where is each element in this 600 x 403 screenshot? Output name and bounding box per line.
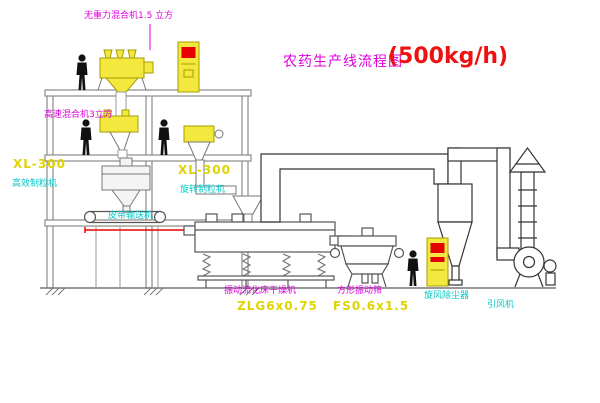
label-dryer-model: ZLG6x0.75	[237, 299, 318, 313]
label-screen-model: FS0.6x1.5	[333, 299, 410, 313]
label-center-granulator-name: 旋转制粒机	[180, 185, 226, 195]
exhaust-duct	[260, 153, 449, 223]
label-dryer-name: 振动流化床干燥机	[224, 286, 297, 296]
induced-draft-fan	[513, 246, 557, 288]
dryer-feed-chute	[195, 159, 264, 225]
cyclone-dust-collector	[437, 147, 473, 286]
belt-conveyor	[83, 210, 167, 224]
worker-figure	[158, 119, 170, 155]
label-screen-name: 方形振动筛	[337, 286, 383, 296]
cyclone-to-fan-duct	[447, 147, 520, 261]
spring-mount	[317, 253, 326, 277]
worker-figure	[80, 119, 92, 155]
red-reference-line	[84, 227, 197, 233]
floor-second	[44, 154, 252, 162]
diagram-title-capacity: (500kg/h)	[388, 44, 509, 69]
worker-figure	[76, 54, 88, 90]
spring-mount	[202, 253, 211, 277]
fan-motor-base	[545, 272, 556, 286]
gravity-mixer	[97, 49, 154, 119]
label-high-speed-mixer: 高速混合机3立方	[44, 110, 113, 120]
control-cabinet-upper	[177, 41, 200, 93]
worker-figure	[407, 250, 419, 286]
stack-rain-cap	[508, 146, 547, 173]
square-vibrating-screen	[329, 227, 405, 288]
label-cyclone: 旋风除尘器	[424, 291, 470, 301]
label-fan: 引风机	[487, 300, 515, 310]
label-gravity-mixer: 无重力混合机1.5 立方	[84, 11, 174, 21]
label-belt-conveyor: 皮带输送机	[108, 211, 154, 221]
label-left-granulator-name: 高效制粒机	[12, 179, 58, 189]
label-center-granulator-model: XL-300	[178, 163, 231, 177]
screen-vibration-motor	[329, 247, 341, 259]
diagram-title: 农药生产线流程图	[283, 54, 403, 70]
floor-top	[44, 89, 252, 97]
label-left-granulator-model: XL-300	[13, 157, 66, 171]
cabinet-display	[430, 257, 445, 262]
rotary-feeder	[183, 125, 224, 161]
exhaust-stack	[508, 146, 547, 251]
high-speed-mixer	[99, 109, 139, 159]
xl300-granulator	[101, 157, 151, 213]
cabinet-display	[181, 47, 196, 58]
control-cabinet-lower	[426, 237, 449, 287]
ground-hatching	[45, 287, 260, 296]
ground-line	[40, 287, 556, 296]
fluid-bed-dryer	[183, 213, 343, 288]
fan-motor	[543, 259, 557, 273]
spring-mount	[282, 253, 291, 277]
screen-vibration-motor	[393, 247, 405, 259]
cabinet-display	[430, 243, 445, 253]
